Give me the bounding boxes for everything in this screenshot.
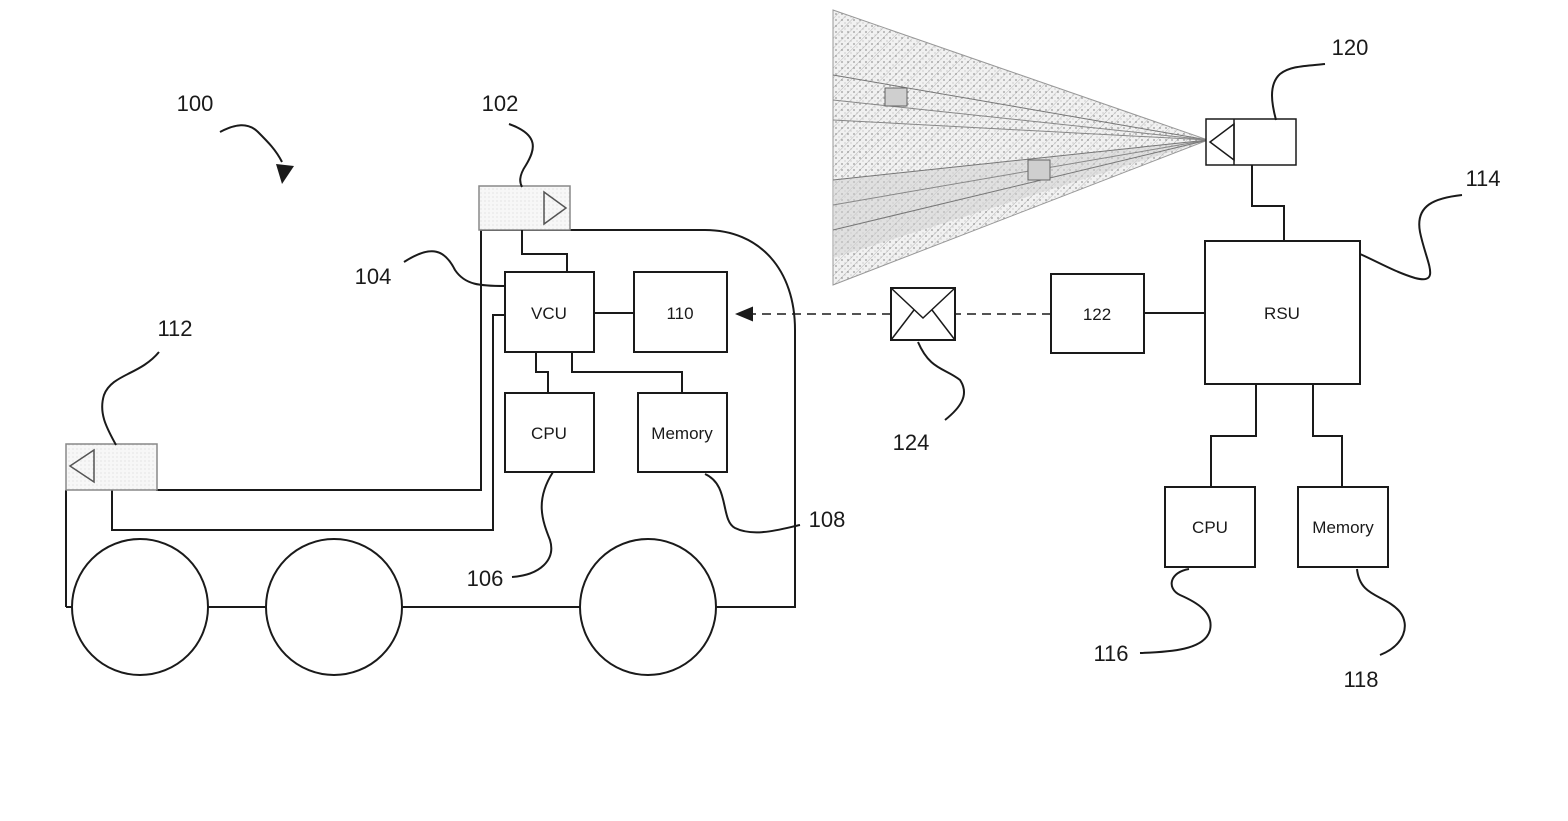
rear-sensor-wire-inner <box>112 315 505 530</box>
leader-line-116 <box>1140 569 1211 653</box>
vcu-label: VCU <box>531 304 567 323</box>
ref-label-114: 114 <box>1465 166 1500 191</box>
ref-label-120: 120 <box>1332 35 1369 60</box>
leader-line-104 <box>404 251 505 286</box>
rsu-memory-label: Memory <box>1312 518 1374 537</box>
wheel-middle <box>266 539 402 675</box>
vcu-to-memory-link <box>572 352 682 393</box>
arrow-icon <box>276 164 294 184</box>
vehicle-cpu-label: CPU <box>531 424 567 443</box>
sensor-field-of-view <box>833 10 1208 285</box>
rsu-sensor <box>1206 119 1296 165</box>
wheel-rear <box>72 539 208 675</box>
leader-line-114 <box>1360 195 1462 279</box>
envelope-icon <box>891 288 955 340</box>
rsu-sensor-wire <box>1252 165 1284 241</box>
wheel-front <box>580 539 716 675</box>
leader-line-108 <box>705 474 800 532</box>
rsu-to-memory-link <box>1313 384 1342 487</box>
block-110-label: 110 <box>666 304 693 323</box>
vcu-to-cpu-link <box>536 352 548 393</box>
leader-line-124 <box>918 342 964 420</box>
ref-label-124: 124 <box>893 430 930 455</box>
front-sensor-wire <box>522 230 567 272</box>
ref-label-104: 104 <box>355 264 392 289</box>
block-122-label: 122 <box>1083 305 1111 324</box>
ref-label-118: 118 <box>1343 667 1378 692</box>
vehicle-memory-label: Memory <box>651 424 713 443</box>
ref-label-116: 116 <box>1093 641 1128 666</box>
leader-line-120 <box>1272 64 1325 120</box>
front-sensor <box>479 186 570 230</box>
rear-sensor <box>66 444 157 490</box>
ref-label-100: 100 <box>177 91 214 116</box>
ref-label-108: 108 <box>809 507 846 532</box>
leader-line-106 <box>512 472 553 577</box>
leader-line-112 <box>102 352 159 445</box>
leader-line-118 <box>1357 569 1405 655</box>
rsu-cpu-label: CPU <box>1192 518 1228 537</box>
rsu-label: RSU <box>1264 304 1300 323</box>
rear-sensor-wire-outer <box>156 230 481 490</box>
leader-line-100 <box>220 125 282 162</box>
ref-label-102: 102 <box>482 91 519 116</box>
ref-label-112: 112 <box>157 316 192 341</box>
leader-line-102 <box>509 124 533 187</box>
ref-label-106: 106 <box>467 566 504 591</box>
rsu-to-cpu-link <box>1211 384 1256 487</box>
